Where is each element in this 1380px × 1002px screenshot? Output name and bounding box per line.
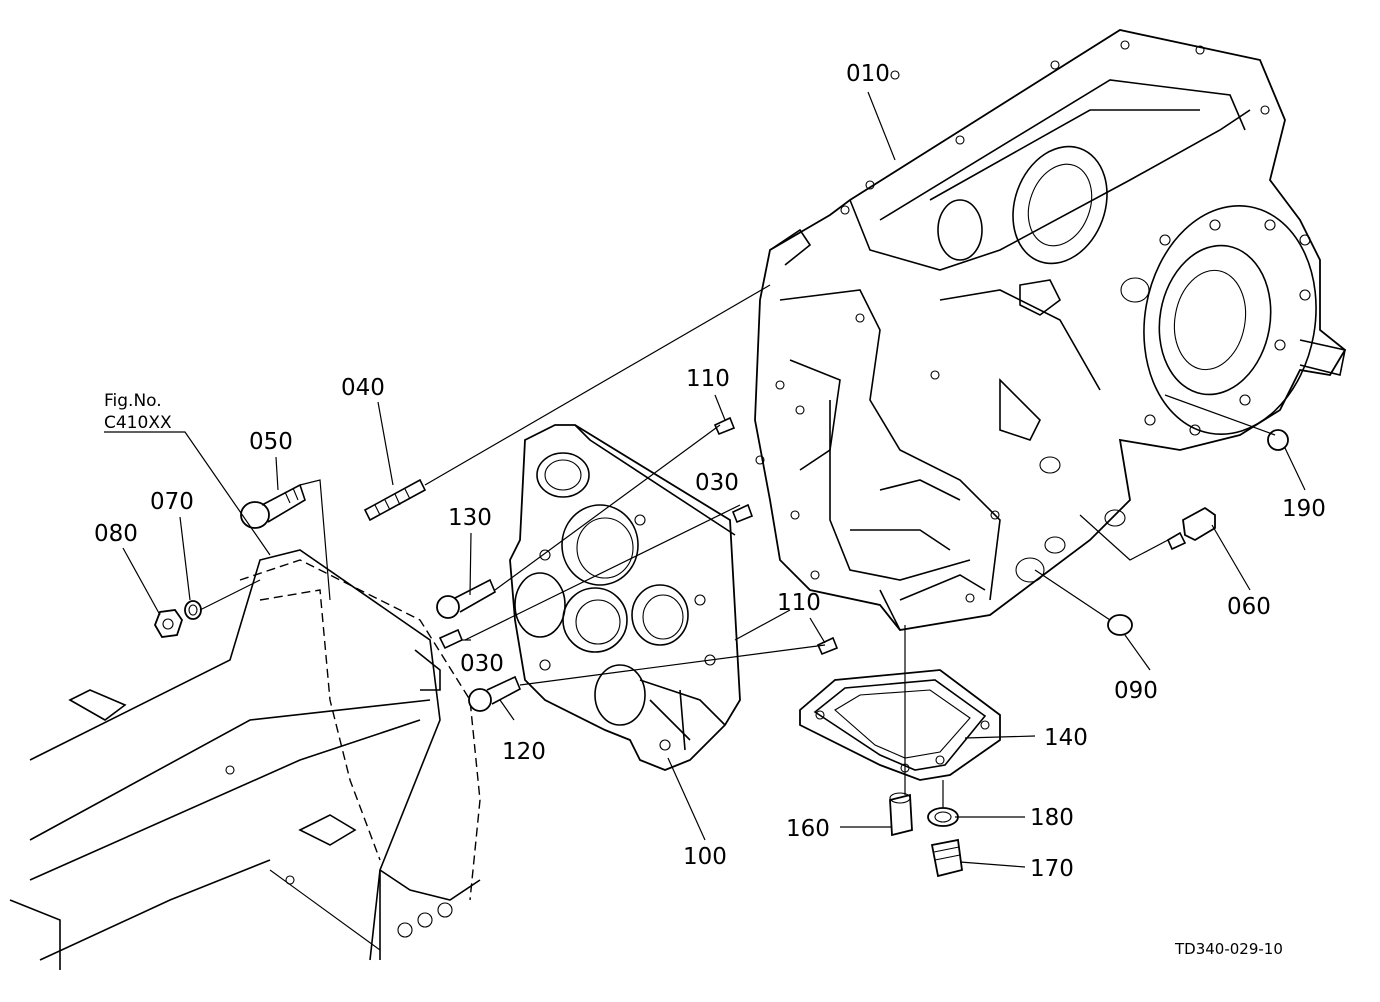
part-label-070: 070 [150,489,194,515]
drawing-code: TD340-029-10 [1174,940,1283,958]
figure-reference: Fig.No. C410XX [104,391,172,433]
part-label-030: 030 [695,470,739,496]
part-label-170: 170 [1030,856,1074,882]
part-label-100: 100 [683,844,727,870]
part-label-080: 080 [94,521,138,547]
part-label-140: 140 [1044,725,1088,751]
figure-ref-line2: C410XX [104,413,172,433]
oil-pan-drawing [799,669,1001,781]
figure-ref-line1: Fig.No. [104,391,162,411]
part-label-160: 160 [786,816,830,842]
part-labels: 010 030 030 040 050 060 070 080 090 100 … [94,61,1326,882]
part-label-060: 060 [1227,594,1271,620]
assembly-lines [199,284,1276,808]
part-label-190: 190 [1282,496,1326,522]
transmission-case-drawing [754,29,1347,631]
part-label-090: 090 [1114,678,1158,704]
part-label-130: 130 [448,505,492,531]
part-label-040: 040 [341,375,385,401]
part-label-180: 180 [1030,805,1074,831]
front-cover-drawing [509,424,741,771]
rear-housing-drawing [9,549,481,970]
part-label-110: 110 [777,590,821,616]
label-leaders [104,91,1306,868]
part-label-120: 120 [502,739,546,765]
part-label-050: 050 [249,429,293,455]
part-label-030: 030 [460,651,504,677]
part-label-010: 010 [846,61,890,87]
hardware-drawings [154,416,1289,878]
part-label-110: 110 [686,366,730,392]
